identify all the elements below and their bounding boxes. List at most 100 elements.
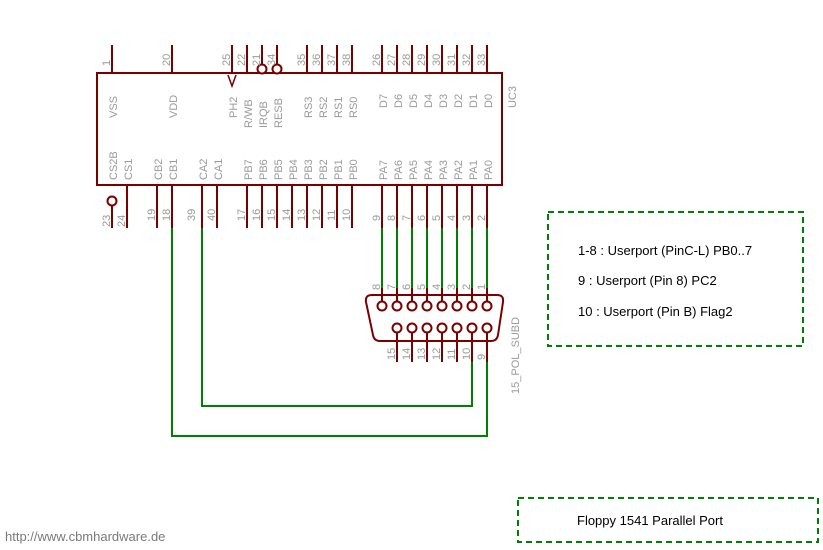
pin-label: D0: [483, 94, 495, 108]
pin-number: 32: [461, 54, 473, 66]
pin-d3: 30 D3: [431, 45, 450, 108]
inversion-bubble: [271, 63, 283, 75]
pin-d4: 29 D4: [416, 45, 435, 108]
pin-label: D6: [393, 94, 405, 108]
pin-vdd: 20 VDD: [161, 45, 180, 118]
pin-number: 8: [386, 215, 398, 221]
note-line: 1-8 : Userport (PinC-L) PB0..7: [578, 243, 752, 258]
pin-label: RS0: [348, 97, 360, 118]
pin-number: 23: [101, 215, 113, 227]
pin-label: PA1: [468, 160, 480, 180]
pin-label: D5: [408, 94, 420, 108]
pin-ca2: CA2 39: [186, 159, 210, 228]
pin-label: PH2: [228, 97, 240, 118]
pin-number: 40: [206, 209, 218, 221]
pin-label: IRQB: [258, 101, 270, 128]
pin-pb7: PB7 17: [236, 159, 255, 228]
pin-number: 18: [161, 209, 173, 221]
pin-number: 37: [326, 54, 338, 66]
pin-number: 17: [236, 209, 248, 221]
pin-number: 35: [296, 54, 308, 66]
pin-pb1: PB1 11: [326, 159, 345, 228]
wire-cb1: [171, 228, 488, 437]
connector-top-sockets: [376, 300, 493, 312]
connector-pin-number: 9: [476, 354, 488, 360]
pin-number: 22: [236, 54, 248, 66]
connector-name: 15_POL_SUBD: [510, 317, 522, 394]
connector-pin-number: 14: [401, 348, 413, 360]
pin-label: PB5: [273, 159, 285, 180]
pin-rwb: 22 R/WB: [236, 45, 255, 128]
connector-top-numbers: 8 7 6 5 4 3 2 1: [371, 284, 488, 290]
pin-irqb: 21 IRQB: [251, 45, 270, 128]
connector-pin-number: 13: [416, 348, 428, 360]
pin-label: VSS: [108, 96, 120, 118]
pin-number: 5: [431, 215, 443, 221]
pin-number: 27: [386, 54, 398, 66]
connector-pin-number: 4: [431, 284, 443, 290]
pin-number: 9: [371, 215, 383, 221]
pin-pa0: PA0 2: [476, 160, 495, 228]
pin-number: 24: [116, 215, 128, 227]
pin-label: PA5: [408, 160, 420, 180]
subd-connector: 8 7 6 5 4 3 2 1 15 14 13 12 11 10 9 15_P…: [364, 284, 522, 394]
connector-shell: [364, 294, 505, 342]
pin-number: 15: [266, 209, 278, 221]
pin-number: 11: [326, 210, 338, 221]
pin-rs1: 37 RS1: [326, 45, 345, 118]
pin-cb1: CB1 18: [161, 159, 180, 228]
pin-pa6: PA6 8: [386, 160, 405, 228]
wire-ca2: [201, 228, 473, 407]
chip-name: UC3: [507, 86, 519, 108]
chip-body: [96, 72, 503, 186]
pin-number: 10: [341, 209, 353, 221]
pin-label: PA0: [483, 160, 495, 180]
pin-cs2b: CS2B 23: [101, 151, 120, 228]
note-line: 9 : Userport (Pin 8) PC2: [578, 273, 717, 288]
pin-number: 34: [266, 54, 278, 66]
pin-label: PA6: [393, 160, 405, 180]
pin-label: CS1: [123, 159, 135, 180]
pin-number: 39: [186, 209, 198, 221]
pin-label: RS1: [333, 97, 345, 118]
pin-label: PB0: [348, 159, 360, 180]
pin-number: 16: [251, 209, 263, 221]
pin-label: D3: [438, 94, 450, 108]
pin-pa1: PA1 3: [461, 160, 480, 228]
pin-ph2: 25 PH2: [221, 45, 240, 118]
pin-label: VDD: [168, 95, 180, 118]
pin-rs3: 35 RS3: [296, 45, 315, 118]
pin-label: CS2B: [108, 151, 120, 180]
pin-number: 3: [461, 215, 473, 221]
pin-label: PA7: [378, 160, 390, 180]
connector-pin-number: 15: [386, 348, 398, 360]
pin-rs2: 36 RS2: [311, 45, 330, 118]
note-line: 10 : Userport (Pin B) Flag2: [578, 304, 733, 319]
pin-number: 19: [146, 209, 158, 221]
pin-number: 33: [476, 54, 488, 66]
pin-pb6: PB6 16: [251, 159, 270, 228]
wires: [171, 228, 488, 437]
notes-frame: [547, 211, 804, 347]
pin-number: 36: [311, 54, 323, 66]
pin-label: CB1: [168, 159, 180, 180]
connector-pin-number: 8: [371, 284, 383, 290]
pin-number: 28: [401, 54, 413, 66]
pin-rs0: 38 RS0: [341, 45, 360, 118]
pin-pa4: PA4 6: [416, 160, 435, 228]
title-frame: [517, 497, 819, 543]
connector-pin-number: 11: [446, 349, 458, 360]
pin-pb5: PB5 15: [266, 159, 285, 228]
diagram-title: Floppy 1541 Parallel Port: [577, 513, 723, 528]
pin-label: CB2: [153, 159, 165, 180]
pin-pb3: PB3 13: [296, 159, 315, 228]
pin-number: 6: [416, 215, 428, 221]
pin-label: PB1: [333, 159, 345, 180]
pin-label: D1: [468, 94, 480, 108]
inversion-bubble: [256, 63, 268, 75]
connector-pin-number: 2: [461, 284, 473, 290]
inversion-bubble: [106, 195, 118, 207]
pin-pb0: PB0 10: [341, 159, 360, 228]
pin-pa7: PA7 9: [371, 160, 390, 228]
